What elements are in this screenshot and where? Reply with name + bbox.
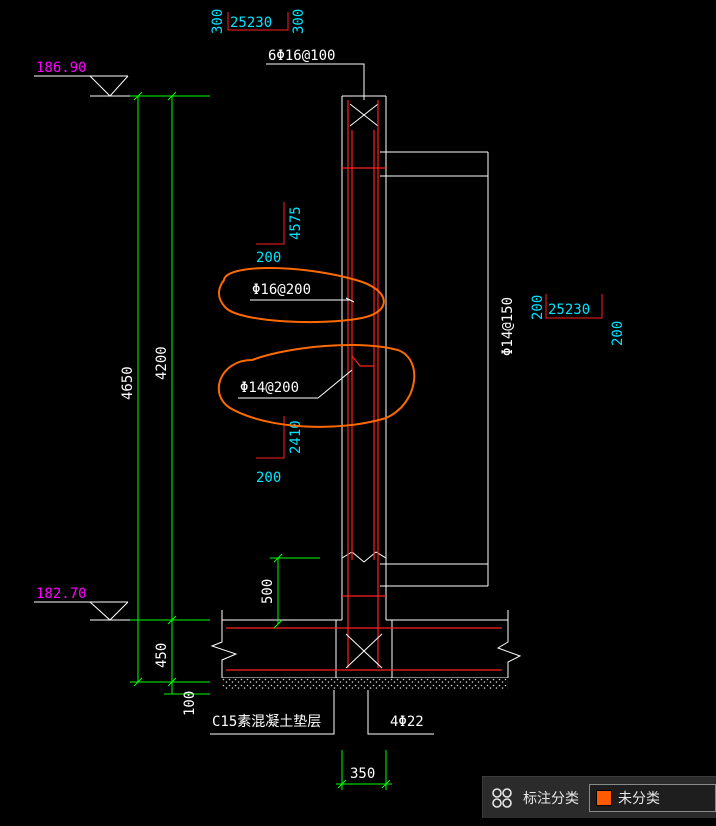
right-label-25230: 25230 [548, 302, 590, 318]
gravel-layer [222, 678, 508, 690]
left-dimensions [130, 91, 210, 695]
bottom-rebar-label: 4Φ22 [390, 714, 424, 730]
base-slab [210, 610, 522, 679]
rebar-phi16-tick [345, 297, 355, 303]
annotation-category-select[interactable]: 未分类 [589, 783, 716, 812]
dim-350-lines [336, 750, 392, 790]
wall-rebar [342, 100, 386, 668]
right-label-200: 200 [530, 295, 546, 320]
category-color-swatch [596, 789, 612, 806]
annotation-category-label: 标注分类 [523, 790, 579, 807]
top-label-mid: 25230 [230, 15, 272, 31]
dim-500-lines [270, 553, 320, 629]
level-bottom-triangle [89, 601, 129, 621]
right-label-bracket [545, 294, 603, 319]
dim-450: 450 [154, 643, 170, 668]
rebar-phi14-leader [238, 369, 353, 399]
dim-4200: 4200 [154, 346, 170, 380]
dim-4650: 4650 [120, 366, 136, 400]
annotation-statusbar: 标注分类 未分类 [482, 776, 716, 818]
top-rebar-label: 6Φ16@100 [268, 48, 335, 64]
level-top-triangle [89, 75, 129, 97]
concrete-base-label: C15素混凝土垫层 [212, 714, 321, 730]
label-200-b: 200 [256, 470, 281, 486]
concrete-base-leader [210, 690, 335, 735]
dim-100: 100 [182, 691, 198, 716]
rebar-phi14-label: Φ14@200 [240, 380, 299, 396]
grid-icon[interactable] [483, 777, 521, 819]
base-rebar [226, 627, 502, 671]
top-label-right: 300 [291, 9, 307, 34]
label-4575: 4575 [288, 206, 304, 240]
rebar-phi16-label: Φ16@200 [252, 282, 311, 298]
dim-500: 500 [260, 579, 276, 604]
highlight-phi16 [218, 267, 385, 324]
right-label-200-b: 200 [610, 321, 626, 346]
rebar-phi14-150: Φ14@150 [500, 297, 516, 356]
annotation-category-value: 未分类 [618, 790, 660, 807]
highlight-phi14 [218, 344, 416, 428]
label-2410: 2410 [288, 420, 304, 454]
buttress-outline [380, 151, 489, 587]
level-bottom-text: 182.70 [36, 586, 87, 602]
wall-outline [341, 95, 387, 620]
dim-350: 350 [350, 766, 375, 782]
top-label-bracket [227, 12, 289, 31]
label-2410-bracket [256, 416, 285, 459]
label-4575-bracket [256, 202, 285, 245]
top-label-left: 300 [210, 9, 226, 34]
level-top-text: 186.90 [36, 60, 87, 76]
bottom-rebar-leader [367, 690, 434, 735]
top-rebar-leader [266, 63, 365, 100]
label-200-a: 200 [256, 250, 281, 266]
